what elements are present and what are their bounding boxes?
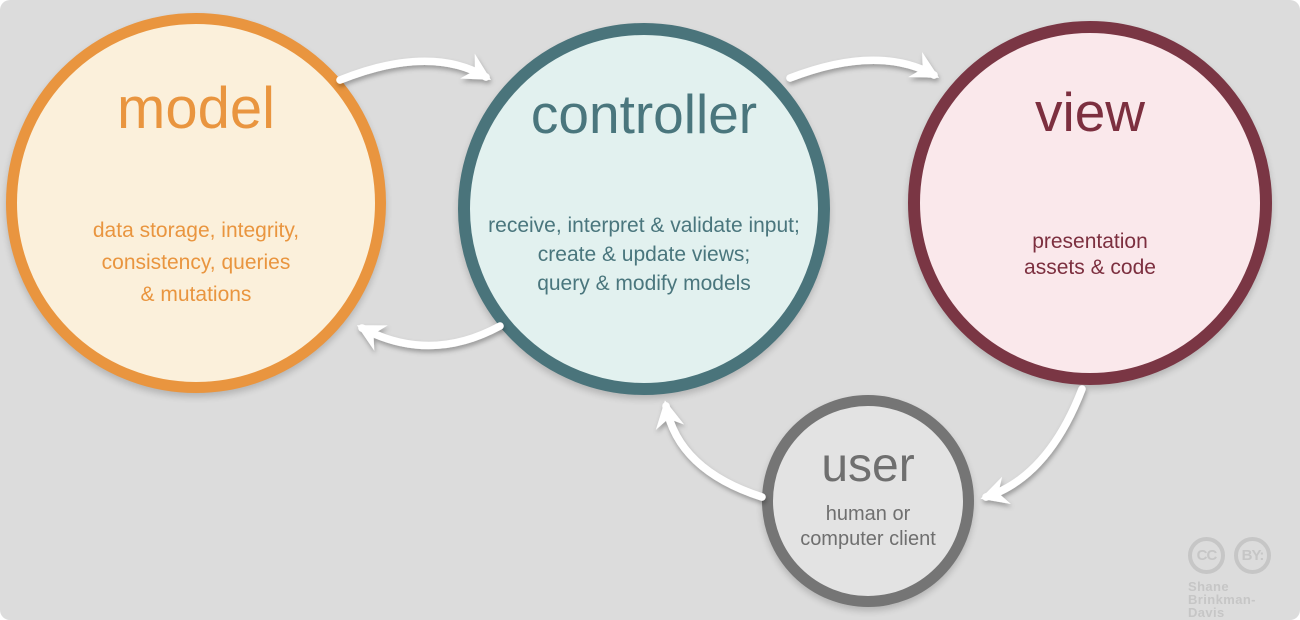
- cc-attribution: CC BY: Shane Brinkman-Davis: [1188, 537, 1292, 619]
- user-title: user: [821, 439, 915, 492]
- node-user: user human or computer client: [762, 395, 974, 607]
- view-title: view: [1034, 81, 1146, 143]
- view-description: presentation assets & code: [1024, 230, 1156, 279]
- node-model: model data storage, integrity, consisten…: [6, 13, 386, 393]
- arrow-controller-to-model: [356, 322, 504, 351]
- arrow-model-to-controller: [336, 53, 491, 84]
- controller-title: controller: [530, 83, 758, 145]
- author-name: Shane Brinkman-Davis: [1188, 579, 1256, 620]
- node-controller: controller receive, interpret & validate…: [458, 23, 830, 395]
- cc-icon: CC: [1188, 537, 1225, 574]
- node-view: view presentation assets & code: [908, 21, 1272, 385]
- arrow-user-to-controller: [655, 400, 766, 501]
- arrow-controller-to-view: [786, 51, 940, 82]
- arrow-view-to-user: [980, 385, 1086, 505]
- controller-description: receive, interpret & validate input; cre…: [488, 214, 800, 295]
- user-description: human or computer client: [800, 503, 936, 550]
- cc-by-icon: BY:: [1234, 537, 1271, 574]
- model-description: data storage, integrity, consistency, qu…: [92, 219, 300, 306]
- model-title: model: [117, 76, 275, 141]
- cc-badges: CC BY:: [1188, 537, 1292, 574]
